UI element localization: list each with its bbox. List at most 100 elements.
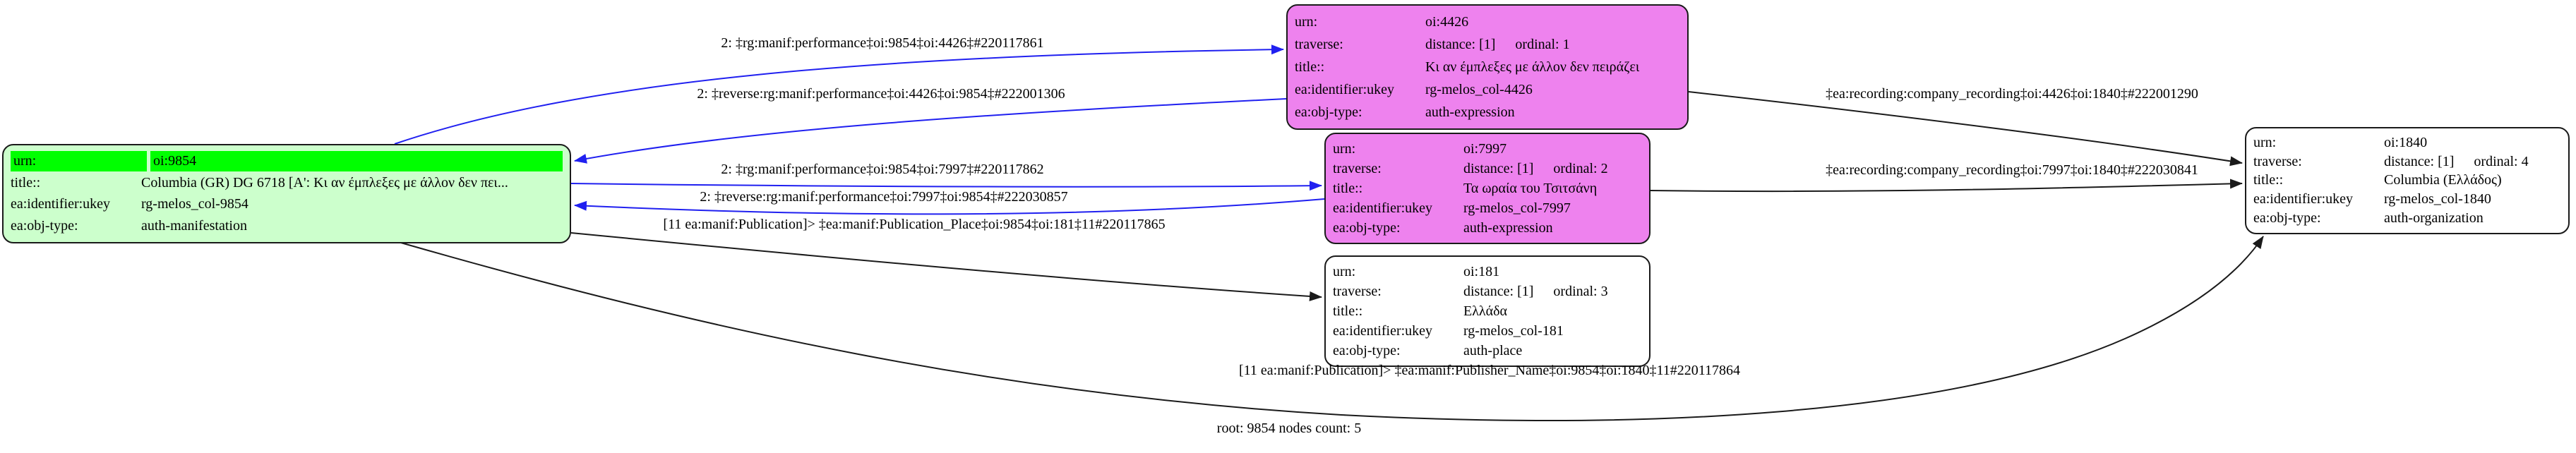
node-row-identifier: ea:identifier:ukey rg-melos_col-4426 [1295,78,1680,101]
row-value: auth-expression [1463,219,1553,236]
edge-label-reverse-performance-7997-9854: 2: ‡reverse:rg:manif:performance‡oi:7997… [700,189,1068,205]
row-label: ea:obj-type: [1295,104,1362,120]
node-oi-181[interactable]: urn: oi:181 traverse: distance: [1] ordin… [1324,255,1651,367]
traverse-ordinal: ordinal: 2 [1553,160,1608,176]
node-row-objtype: ea:obj-type: auth-place [1333,341,1642,361]
row-value: oi:181 [1463,263,1500,279]
row-value: rg-melos_col-7997 [1463,200,1571,216]
node-row-objtype: ea:obj-type: auth-organization [2253,209,2561,228]
edge-publisher-name-9854-1840 [400,236,2264,421]
traverse-ordinal: ordinal: 3 [1553,283,1608,299]
node-row-title: title:: Columbia (Ελλάδος) [2253,171,2561,191]
traverse-ordinal: ordinal: 1 [1515,36,1570,52]
node-row-title: title:: Columbia (GR) DG 6718 [Α': Κι αν… [11,172,563,194]
row-label: ea:obj-type: [2253,210,2321,226]
root-note: root: 9854 nodes count: 5 [1216,421,1362,436]
row-label: traverse: [1333,160,1382,176]
node-oi-1840[interactable]: urn: oi:1840 traverse: distance: [1] ordi… [2245,127,2570,234]
node-row-identifier: ea:identifier:ukey rg-melos_col-9854 [11,194,563,216]
row-value: Τα ωραία του Τσιτσάνη [1463,180,1598,196]
node-oi-7997[interactable]: urn: oi:7997 traverse: distance: [1]ordi… [1324,133,1651,244]
node-row-traverse: traverse: distance: [1] ordinal: 1 [1295,33,1680,56]
node-row-identifier: ea:identifier:ukey rg-melos_col-181 [1333,321,1642,341]
edge-performance-9854-7997 [570,181,1322,191]
edge-label-reverse-performance-4426-9854: 2: ‡reverse:rg:manif:performance‡oi:4426… [697,86,1065,102]
node-row-traverse: traverse: distance: [1] ordinal: 4 [2253,152,2561,171]
edge-label-publisher-name-9854-1840: [11 ea:manif:Publication]> ‡ea:manif:Pub… [1238,363,1741,378]
row-label: urn: [1333,263,1356,279]
row-label: urn: [1295,13,1318,30]
row-value: distance: [1]ordinal: 2 [1463,161,1642,177]
row-value: oi:1840 [2384,134,2428,150]
edge-publication-place-9854-181 [570,232,1322,301]
row-label: ea:identifier:ukey [2253,191,2354,207]
node-row-urn: urn: oi:4426 [1295,11,1680,33]
row-value: rg-melos_col-9854 [141,196,248,212]
row-value: auth-expression [1425,104,1515,120]
row-value: oi:4426 [1425,13,1469,30]
row-value: Ελλάδα [1463,303,1507,319]
node-row-traverse: traverse: distance: [1] ordinal: 3 [1333,282,1642,301]
row-label: title:: [1333,180,1363,196]
edge-company-recording-4426-1840 [1688,91,2243,167]
edge-label-performance-9854-4426: 2: ‡rg:manif:performance‡oi:9854‡oi:4426… [721,35,1044,51]
edge-label-publication-place-9854-181: [11 ea:manif:Publication]> ‡ea:manif:Pub… [663,217,1166,232]
edge-reverse-performance-4426-9854 [574,98,1287,164]
row-value: Κι αν έμπλεξες με άλλον δεν πειράζει [1425,59,1640,75]
edge-reverse-performance-7997-9854 [574,198,1325,215]
row-label: urn: [2253,134,2277,150]
row-value: distance: [1] ordinal: 4 [2384,154,2561,170]
row-value: auth-manifestation [141,218,247,234]
node-row-traverse: traverse: distance: [1]ordinal: 2 [1333,159,1642,179]
row-label: title:: [11,174,41,191]
node-oi-9854[interactable]: urn: oi:9854 title:: Columbia (GR) DG 67… [2,144,571,243]
row-value: auth-place [1463,342,1523,358]
node-row-identifier: ea:identifier:ukey rg-melos_col-1840 [2253,190,2561,209]
row-label: urn: [11,150,147,171]
node-row-objtype: ea:obj-type: auth-expression [1333,218,1642,238]
node-row-urn: urn: oi:181 [1333,262,1642,282]
edge-label-company-recording-7997-1840: ‡ea:recording:company_recording‡oi:7997‡… [1826,162,2198,178]
node-oi-4426[interactable]: urn: oi:4426 traverse: distance: [1] ordi… [1286,4,1689,130]
row-label: urn: [1333,140,1356,157]
row-label: traverse: [1295,36,1343,52]
row-value: distance: [1] ordinal: 1 [1425,37,1680,53]
row-value: Columbia (Ελλάδος) [2384,172,2502,188]
row-label: title:: [1333,303,1363,319]
edge-label-company-recording-4426-1840: ‡ea:recording:company_recording‡oi:4426‡… [1826,86,2198,102]
node-row-objtype: ea:obj-type: auth-expression [1295,101,1680,123]
row-value: rg-melos_col-1840 [2384,191,2491,207]
edge-company-recording-7997-1840 [1650,179,2243,193]
row-value: auth-organization [2384,210,2484,226]
row-value: oi:9854 [150,150,563,171]
row-value: rg-melos_col-4426 [1425,81,1533,97]
row-label: traverse: [1333,283,1382,299]
node-row-objtype: ea:obj-type: auth-manifestation [11,215,563,237]
edge-performance-9854-4426 [394,44,1284,145]
row-label: ea:obj-type: [1333,342,1401,358]
node-row-urn: urn: oi:7997 [1333,139,1642,159]
row-label: traverse: [2253,153,2302,169]
traverse-ordinal: ordinal: 4 [2474,153,2529,169]
node-row-urn: urn: oi:9854 [11,150,563,172]
row-label: title:: [1295,59,1325,75]
row-label: ea:identifier:ukey [11,196,111,212]
row-label: ea:obj-type: [11,218,78,234]
row-label: ea:identifier:ukey [1295,81,1395,97]
traverse-distance: distance: [1] [1463,283,1534,299]
node-row-identifier: ea:identifier:ukey rg-melos_col-7997 [1333,198,1642,218]
row-value: rg-melos_col-181 [1463,322,1564,339]
row-label: title:: [2253,172,2284,188]
node-row-title: title:: Κι αν έμπλεξες με άλλον δεν πειρ… [1295,56,1680,78]
row-label: ea:identifier:ukey [1333,200,1433,216]
row-value: Columbia (GR) DG 6718 [Α': Κι αν έμπλεξε… [141,174,508,191]
node-row-title: title:: Ελλάδα [1333,301,1642,321]
node-row-urn: urn: oi:1840 [2253,133,2561,152]
row-label: ea:obj-type: [1333,219,1401,236]
node-row-title: title:: Τα ωραία του Τσιτσάνη [1333,179,1642,198]
traverse-distance: distance: [1] [2384,153,2455,169]
row-value: oi:7997 [1463,140,1507,157]
traverse-distance: distance: [1] [1425,36,1496,52]
